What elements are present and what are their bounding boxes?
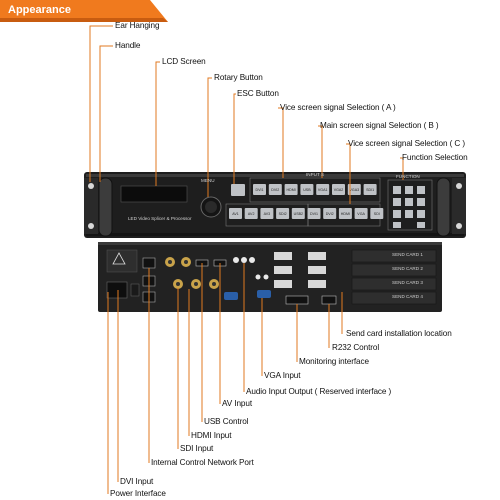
vice-select-button-label-6: DVI1 (310, 212, 318, 216)
label-lcd-screen: LCD Screen (162, 57, 206, 66)
sdi-bnc-connectors (165, 257, 219, 289)
vice-select-button-10 (370, 208, 384, 219)
main-select-button-label-4: USB (303, 188, 311, 192)
vga-port-1 (224, 292, 238, 300)
vice-select-button-label-5: USB2 (294, 212, 303, 216)
appearance-banner: Appearance (0, 0, 168, 22)
label-vga-input: VGA Input (264, 371, 301, 380)
main-select-button-8 (363, 184, 377, 195)
dvi-connectors (274, 252, 326, 288)
function-keypad (393, 186, 425, 228)
vice-select-button-3 (260, 208, 274, 219)
label-usb-control: USB Control (204, 417, 249, 426)
vice-select-button-label-7: DVI2 (326, 212, 334, 216)
ear-hanging-right (452, 178, 466, 234)
send-card-label-3: SEND CARD 3 (392, 280, 423, 285)
r232-port (321, 295, 337, 305)
power-switch (130, 283, 140, 297)
main-select-button-1 (253, 184, 266, 195)
vga-port-2 (257, 290, 271, 298)
vice-select-button-7 (323, 208, 337, 219)
warning-icon (112, 252, 126, 265)
send-card-slots (351, 249, 437, 305)
vice-select-button-1 (229, 208, 242, 219)
input-caption: INPUT S (306, 172, 325, 177)
banner-title: Appearance (8, 4, 71, 16)
vice-select-button-label-4: SDI2 (279, 212, 287, 216)
vice-select-button-6 (307, 208, 321, 219)
main-select-buttons: DVI1 DVI2 HDMI USB VGA1 VGA2 VGA3 SDI1 (253, 184, 377, 195)
vice-select-button-label-1: AV1 (232, 212, 239, 216)
main-select-button-3 (284, 184, 298, 195)
vice-select-button-4 (276, 208, 290, 219)
label-rotary-button: Rotary Button (214, 73, 263, 82)
main-select-button-6 (332, 184, 345, 195)
label-audio-io: Audio Input Output ( Reserved interface … (246, 387, 392, 396)
vice-select-button-label-9: VGA (357, 212, 365, 216)
menu-caption: MENU (201, 178, 215, 183)
label-monitoring: Monitoring interface (299, 357, 369, 366)
send-card-label-1: SEND CARD 1 (392, 252, 423, 257)
vice-select-button-label-10: SDI (374, 212, 380, 216)
audio-jack-2 (263, 274, 269, 280)
main-select-button-label-5: VGA1 (318, 188, 328, 192)
main-select-button-label-6: VGA2 (334, 188, 344, 192)
banner-shape (0, 0, 168, 22)
label-av-input: AV Input (222, 399, 252, 408)
function-caption: FUNCTION (396, 174, 420, 179)
audio-jack-1 (255, 274, 261, 280)
vice-select-button-label-8: HDMI (341, 212, 350, 216)
send-card-label-4: SEND CARD 4 (392, 294, 423, 299)
label-esc-button: ESC Button (237, 89, 279, 98)
main-select-button-4 (300, 184, 314, 195)
main-select-button-label-1: DVI1 (256, 188, 264, 192)
label-send-card: Send card installation location (346, 329, 452, 338)
label-dvi-input: DVI Input (120, 477, 154, 486)
power-socket (106, 281, 128, 299)
send-card-label-2: SEND CARD 2 (392, 266, 423, 271)
vice-select-button-8 (338, 208, 352, 219)
label-vice-a: Vice screen signal Selection ( A ) (280, 103, 396, 112)
label-power-interface: Power Interface (110, 489, 166, 498)
label-sdi-input: SDI Input (180, 444, 214, 453)
lcd-screen (120, 185, 188, 203)
vice-select-button-label-3: AV3 (264, 212, 271, 216)
label-ear-hanging: Ear Hanging (115, 21, 160, 30)
handle-right (436, 177, 451, 237)
handle-left (98, 177, 113, 237)
vice-select-button-label-2: AV2 (248, 212, 255, 216)
vice-select-buttons: AV1 AV2 AV3 SDI2 USB2 DVI1 DVI2 HDMI VGA SDI (229, 208, 384, 219)
network-port-1 (142, 257, 156, 269)
label-hdmi-input: HDMI Input (191, 431, 232, 440)
label-internal-network: Internal Control Network Port (151, 458, 254, 467)
label-r232: R232 Control (332, 343, 380, 352)
main-select-button-2 (268, 184, 282, 195)
main-select-button-label-2: DVI2 (271, 188, 279, 192)
main-select-button-label-3: HDMI (287, 188, 296, 192)
back-panel (98, 242, 442, 312)
esc-key (231, 184, 245, 196)
label-vice-c: Vice screen signal Selection ( C ) (348, 139, 466, 148)
vice-select-button-5 (291, 208, 305, 219)
av-rca-1 (233, 257, 239, 263)
label-main-b: Main screen signal Selection ( B ) (320, 121, 439, 130)
ear-hanging-left (84, 178, 98, 234)
main-select-button-label-7: VGA3 (350, 188, 360, 192)
vice-select-button-9 (354, 208, 368, 219)
main-select-button-7 (347, 184, 361, 195)
model-caption: LED Video Splicer & Processor (128, 216, 192, 221)
label-handle: Handle (115, 41, 141, 50)
main-select-button-label-8: SDI1 (366, 188, 374, 192)
av-rca-2 (241, 257, 247, 263)
av-rca-3 (249, 257, 255, 263)
leader-lines (89, 25, 404, 494)
monitoring-port (285, 295, 309, 305)
vice-select-button-2 (244, 208, 258, 219)
main-select-button-5 (316, 184, 330, 195)
label-function-selection: Function Selection (402, 153, 468, 162)
